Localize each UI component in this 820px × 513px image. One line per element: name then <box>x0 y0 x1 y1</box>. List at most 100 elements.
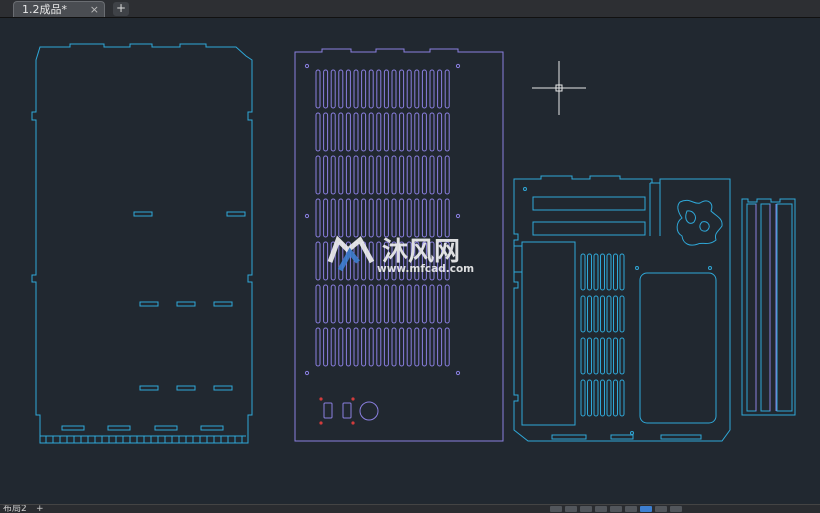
vent-slot <box>437 327 443 367</box>
vent-slot <box>345 155 351 195</box>
vent-slot <box>580 253 586 291</box>
grid-icon[interactable] <box>550 506 562 512</box>
vent-slot <box>600 337 605 375</box>
tab-drawing[interactable]: 1.2成品* × <box>13 1 105 17</box>
side-strips-drawing <box>741 198 796 416</box>
annotation-icon[interactable] <box>640 506 652 512</box>
close-icon[interactable]: × <box>89 3 99 16</box>
vent-slot <box>383 241 389 281</box>
vent-slot <box>323 284 329 324</box>
vent-slot <box>421 112 427 152</box>
slot <box>200 425 224 431</box>
vent-slot <box>353 155 359 195</box>
drawing-canvas[interactable]: 沐风网 www.mfcad.com <box>0 18 820 504</box>
add-layout-button[interactable]: + <box>36 504 44 513</box>
vent-slot <box>330 112 336 152</box>
vent-slot <box>383 198 389 238</box>
vent-slot <box>391 198 397 238</box>
slot <box>610 434 634 440</box>
vent-slot <box>606 295 612 333</box>
mount-hole <box>635 266 639 270</box>
vent-slot <box>613 295 618 333</box>
vent-slot <box>383 155 389 195</box>
vent-slot <box>383 69 389 109</box>
vent-slot <box>353 284 359 324</box>
vent-slot <box>406 155 412 195</box>
vent-slot <box>406 327 412 367</box>
slot <box>154 425 178 431</box>
new-tab-button[interactable]: + <box>113 2 129 16</box>
vent-slot <box>345 284 351 324</box>
vent-slot <box>315 327 321 367</box>
vent-slot <box>338 284 344 324</box>
left-panel-outline <box>31 43 253 444</box>
vent-slot <box>361 69 367 109</box>
slot <box>226 211 246 217</box>
ortho-icon[interactable] <box>580 506 592 512</box>
vent-slot <box>444 241 450 281</box>
vent-slot <box>323 327 329 367</box>
vent-slot <box>414 112 420 152</box>
vent-slot <box>315 198 321 238</box>
lineweight-icon[interactable] <box>625 506 637 512</box>
tab-label: 1.2成品* <box>22 3 67 16</box>
port-markers <box>319 397 355 425</box>
vent-slot <box>353 198 359 238</box>
status-bar: 布局2 + <box>0 504 820 513</box>
vent-slot <box>330 69 336 109</box>
slot <box>213 301 233 307</box>
vent-slot <box>437 69 443 109</box>
slot <box>213 385 233 391</box>
vent-slot <box>345 69 351 109</box>
vent-slot <box>580 295 586 333</box>
mount-hole <box>455 370 461 376</box>
vent-slot <box>406 241 412 281</box>
vent-slot <box>414 198 420 238</box>
slot <box>660 434 702 440</box>
slot <box>61 425 85 431</box>
vent-slot <box>406 112 412 152</box>
vent-slot <box>383 284 389 324</box>
vent-slot <box>399 327 405 367</box>
vent-slot <box>391 112 397 152</box>
vent-slot <box>437 112 443 152</box>
vent-panel-drawing <box>294 48 504 442</box>
snap-icon[interactable] <box>565 506 577 512</box>
workspace-icon[interactable] <box>655 506 667 512</box>
slot <box>133 211 153 217</box>
vent-slot <box>414 284 420 324</box>
vent-slot <box>580 337 586 375</box>
vent-slot <box>444 112 450 152</box>
vent-slot <box>429 112 435 152</box>
vent-slot <box>600 295 605 333</box>
vent-slot <box>368 284 374 324</box>
vent-slot <box>361 284 367 324</box>
vent-slot <box>391 327 397 367</box>
tab-layout[interactable]: 布局2 <box>3 504 27 513</box>
vent-slot <box>429 198 435 238</box>
vent-slot <box>429 241 435 281</box>
osnap-icon[interactable] <box>610 506 622 512</box>
vent-slot <box>368 327 374 367</box>
polar-icon[interactable] <box>595 506 607 512</box>
vent-slot <box>353 69 359 109</box>
vent-slot <box>323 155 329 195</box>
settings-icon[interactable] <box>670 506 682 512</box>
vent-slot <box>593 253 599 291</box>
vent-slot <box>338 69 344 109</box>
vent-slot <box>353 327 359 367</box>
port-cutout <box>342 402 352 419</box>
crosshair-cursor-icon <box>532 61 586 115</box>
vent-slot <box>391 155 397 195</box>
vent-slot <box>593 295 599 333</box>
vent-slot <box>619 379 625 417</box>
vent-slot <box>376 112 382 152</box>
vent-slot <box>323 69 329 109</box>
vent-slot <box>361 327 367 367</box>
slot <box>176 301 196 307</box>
watermark-title: 沐风网 <box>382 237 460 267</box>
vent-slot <box>619 295 625 333</box>
vent-slot <box>406 69 412 109</box>
vent-slot <box>421 284 427 324</box>
vent-slot <box>444 198 450 238</box>
